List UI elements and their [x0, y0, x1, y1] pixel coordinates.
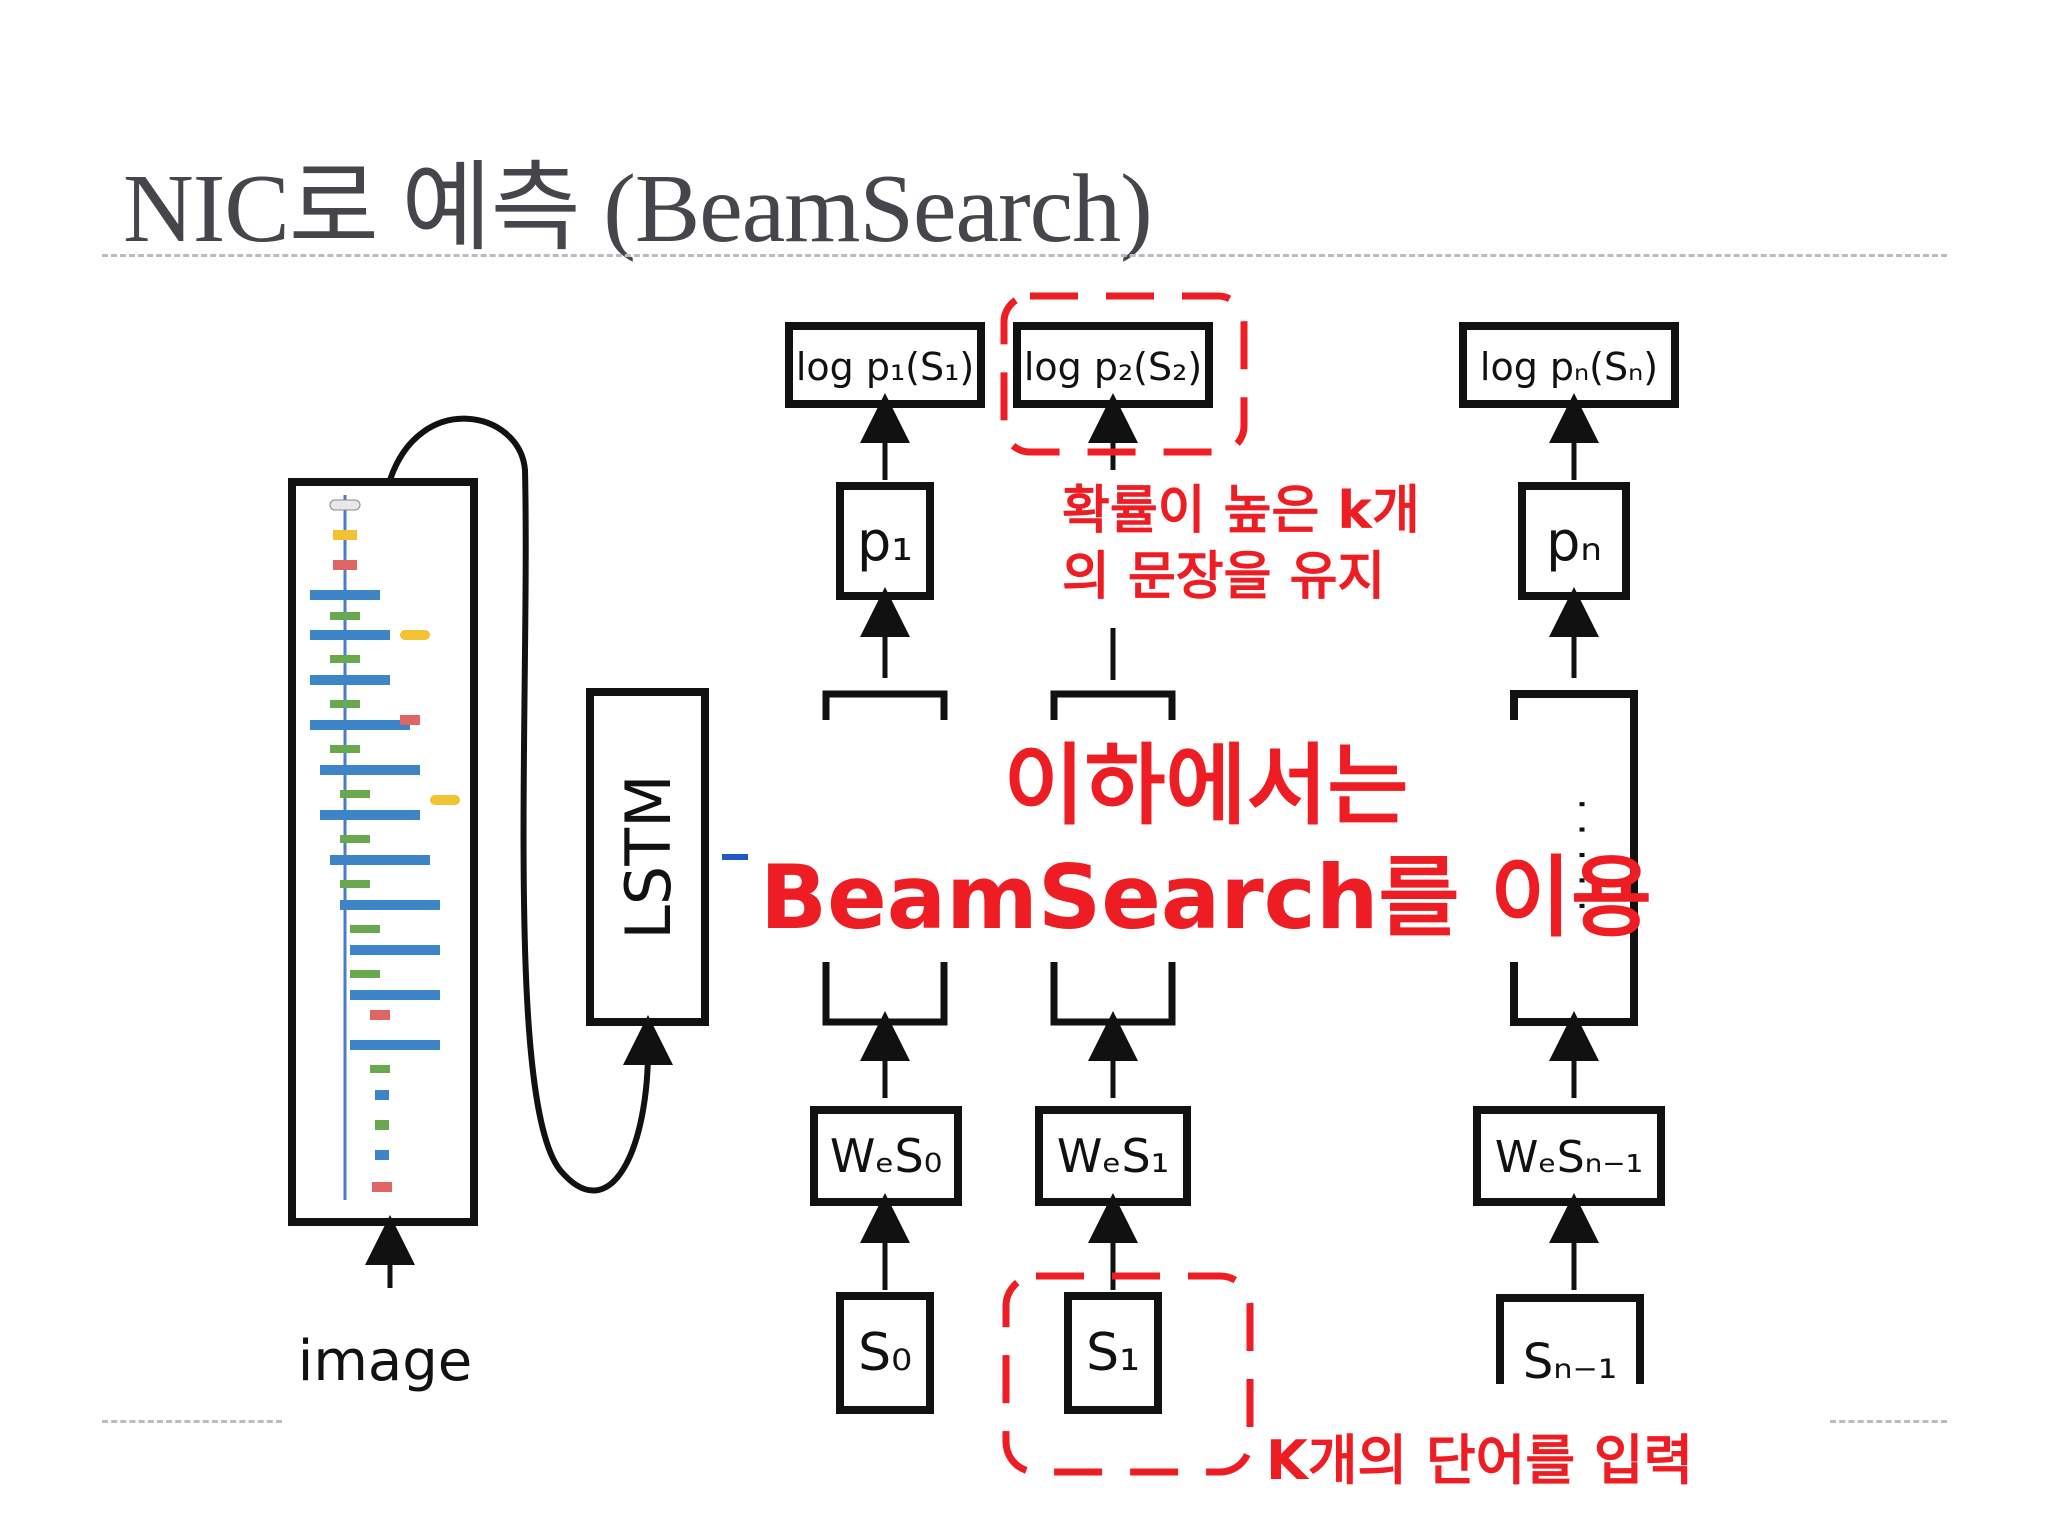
- unroll-column-2: log p₂(S₂) WₑS₁ S₁: [1013, 322, 1213, 1414]
- input-label-1: S₀: [858, 1323, 912, 1383]
- prob-label-1: p₁: [857, 510, 913, 573]
- slide-title: NIC로 예측 (BeamSearch): [123, 155, 1153, 263]
- footer-divider-left: [102, 1420, 282, 1423]
- embed-box-2: [1035, 1106, 1191, 1206]
- input-box-1: [836, 1292, 934, 1414]
- input-label-n: Sₙ₋₁: [1523, 1334, 1617, 1390]
- annotation-top: 확률이 높은 k개 의 문장을 유지: [1062, 478, 1420, 610]
- output-box-n: [1459, 322, 1679, 408]
- embed-label-2: WₑS₁: [1057, 1129, 1169, 1183]
- embed-label-1: WₑS₀: [830, 1129, 942, 1183]
- lstm-box: LSTM: [586, 688, 709, 1026]
- embed-box-n: [1473, 1106, 1665, 1206]
- annotation-top-line1: 확률이 높은 k개: [1062, 481, 1420, 541]
- input-box-2: [1064, 1292, 1162, 1414]
- highlight-output-2: [1000, 292, 1248, 456]
- prob-label-n: pₙ: [1546, 510, 1602, 573]
- annotation-mask: [770, 730, 1550, 960]
- annotation-top-line2: 의 문장을 유지: [1062, 547, 1386, 607]
- output-label-1: log p₁(S₁): [796, 345, 974, 389]
- output-label-n: log pₙ(Sₙ): [1480, 345, 1658, 389]
- highlight-input-2: [1002, 1272, 1254, 1476]
- annotation-bottom: K개의 단어를 입력: [1266, 1429, 1694, 1492]
- unroll-column-n: log pₙ(Sₙ) pₙ · · · · · WₑSₙ₋₁ Sₙ₋₁: [1459, 322, 1679, 1390]
- title-divider: [102, 254, 1947, 257]
- image-label: image: [298, 1329, 472, 1394]
- prob-box-1: [836, 482, 934, 600]
- lstm-label: LSTM: [612, 774, 685, 939]
- input-label-2: S₁: [1086, 1323, 1140, 1383]
- svg-text:· · · · ·: · · · · ·: [1560, 798, 1606, 912]
- annotation-center: 이하에서는 BeamSearch를 이용: [760, 730, 1652, 954]
- cnn-to-lstm-curve: [387, 415, 652, 1194]
- annotation-center-line2: BeamSearch를 이용: [760, 846, 1653, 949]
- embed-label-n: WₑSₙ₋₁: [1495, 1132, 1643, 1183]
- footer-divider-right: [1830, 1420, 1947, 1423]
- cnn-network: [288, 478, 478, 1226]
- annotation-center-line1: 이하에서는: [1003, 734, 1409, 837]
- input-box-n: [1496, 1294, 1644, 1384]
- unroll-column-1: log p₁(S₁) p₁ WₑS₀ S₀: [785, 322, 985, 1414]
- output-label-2: log p₂(S₂): [1024, 345, 1202, 389]
- cnn-layer-stack: [310, 495, 460, 1200]
